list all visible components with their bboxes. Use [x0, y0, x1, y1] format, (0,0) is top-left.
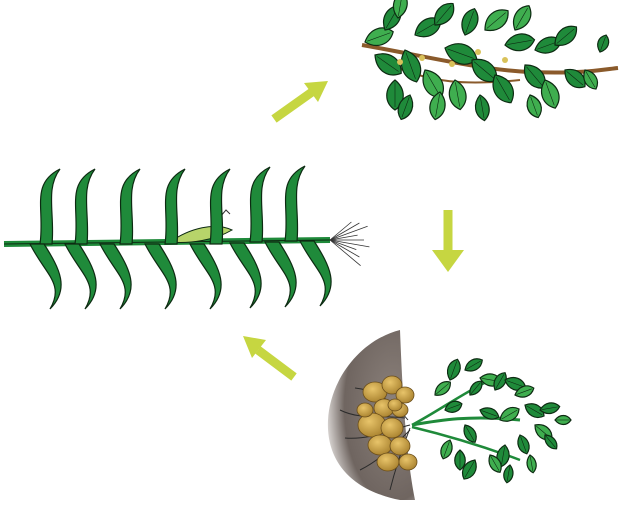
arrow-potato-to-maize	[243, 336, 294, 377]
bean-plant-icon	[362, 0, 618, 122]
arrow-bean-to-potato	[432, 210, 464, 272]
maize-plant-icon	[4, 166, 369, 309]
arrow-maize-to-bean	[274, 81, 328, 119]
potato-plant-icon	[328, 330, 571, 500]
